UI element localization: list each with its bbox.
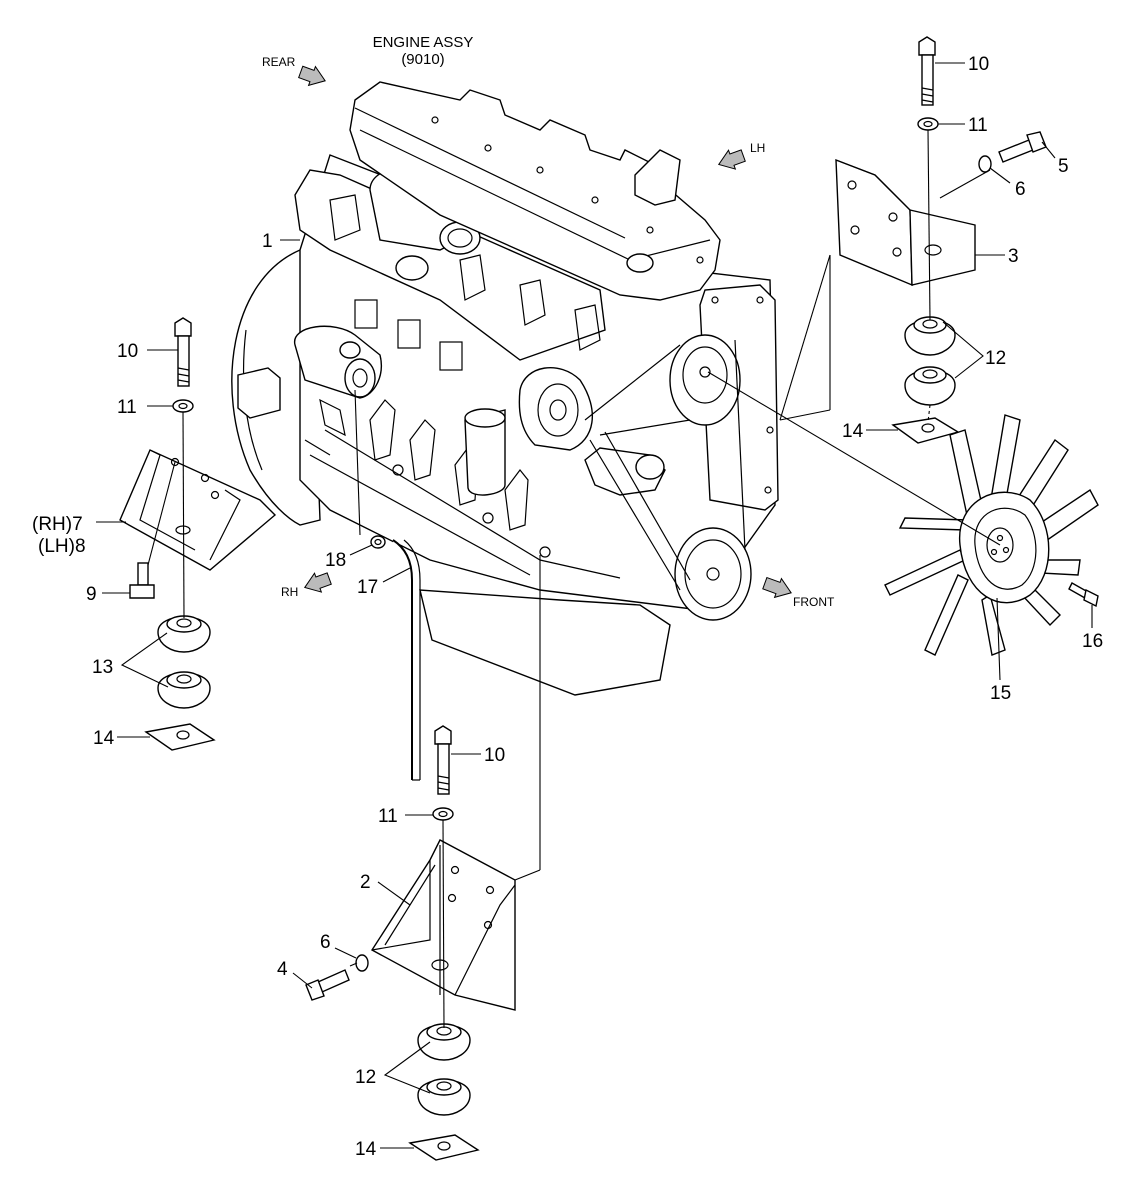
callout-7: (RH)7 xyxy=(32,514,83,535)
callout-6b: 6 xyxy=(320,932,331,953)
direction-arrow-icon xyxy=(298,65,326,87)
hose-17 xyxy=(392,539,421,781)
leader-12a xyxy=(942,321,984,379)
fitting-18 xyxy=(370,535,386,549)
callout-13: 13 xyxy=(92,657,113,678)
bracket-3 xyxy=(835,158,976,287)
direction-lh: LH xyxy=(717,141,765,170)
direction-front-label: FRONT xyxy=(793,595,835,609)
leader-2 xyxy=(377,881,411,906)
leader-18 xyxy=(349,544,373,556)
bolt-10-bottom xyxy=(434,725,452,795)
callout-10a: 10 xyxy=(968,54,989,75)
bolt-5 xyxy=(998,131,1047,163)
mount-12-right-lower xyxy=(904,366,956,406)
callout-6a: 6 xyxy=(1015,179,1026,200)
direction-arrow-icon xyxy=(762,576,792,599)
callout-11a: 11 xyxy=(968,115,988,136)
direction-rh-label: RH xyxy=(281,585,298,599)
washer-11-left xyxy=(172,399,194,413)
plate-14-right xyxy=(891,417,960,444)
washer-6-bottom xyxy=(355,954,369,972)
callout-10c: 10 xyxy=(484,745,505,766)
mount-12-bottom-upper xyxy=(417,1023,471,1061)
callout-10b: 10 xyxy=(117,341,138,362)
mount-13-upper xyxy=(157,615,211,653)
callout-14b: 14 xyxy=(93,728,115,749)
direction-front: FRONT xyxy=(762,576,835,609)
plate-14-bottom xyxy=(408,1134,480,1161)
title-part-number: (9010) xyxy=(401,51,444,68)
plate-14-left xyxy=(144,723,216,751)
bolt-10-left xyxy=(174,317,192,387)
washer-11-bottom xyxy=(432,807,454,821)
engine-assembly xyxy=(231,81,779,696)
title-engine-assy: ENGINE ASSY xyxy=(373,34,474,51)
mount-13-lower xyxy=(157,671,211,709)
washer-11-right xyxy=(917,117,939,131)
direction-rear: REAR xyxy=(262,55,326,87)
callout-18: 18 xyxy=(325,550,346,571)
callout-17: 17 xyxy=(357,577,378,598)
callout-15: 15 xyxy=(990,683,1011,704)
leader-15 xyxy=(996,597,1001,681)
callout-1: 1 xyxy=(262,231,273,252)
cooling-fan-15 xyxy=(884,414,1099,656)
callout-14a: 14 xyxy=(842,421,864,442)
leader-17 xyxy=(382,567,411,583)
leader-6b xyxy=(334,947,357,959)
bolt-10-right xyxy=(918,36,936,106)
direction-rear-label: REAR xyxy=(262,55,296,69)
leader-6a xyxy=(989,167,1011,184)
callout-4: 4 xyxy=(277,959,288,980)
washer-6-right xyxy=(978,155,992,173)
leader-13 xyxy=(120,632,169,688)
alignment-lines xyxy=(147,129,1001,1029)
callout-2: 2 xyxy=(360,872,371,893)
callout-3: 3 xyxy=(1008,246,1019,267)
direction-rh: RH xyxy=(281,572,332,599)
callout-8: (LH)8 xyxy=(38,536,86,557)
leader-5 xyxy=(1041,141,1056,159)
bolt-9 xyxy=(129,562,155,599)
callout-12b: 12 xyxy=(355,1067,376,1088)
direction-lh-label: LH xyxy=(750,141,765,155)
callout-5: 5 xyxy=(1058,156,1069,177)
direction-arrow-icon xyxy=(717,149,746,170)
callout-14c: 14 xyxy=(355,1139,377,1160)
mount-12-right-upper xyxy=(904,316,956,356)
bolt-4 xyxy=(305,969,350,1001)
direction-arrow-icon xyxy=(303,572,332,593)
leader-4 xyxy=(292,972,313,989)
callout-16: 16 xyxy=(1082,631,1103,652)
callout-11b: 11 xyxy=(117,397,137,418)
callout-12a: 12 xyxy=(985,348,1006,369)
callout-11c: 11 xyxy=(378,806,398,827)
bracket-7-8 xyxy=(119,449,277,571)
mount-12-bottom-lower xyxy=(417,1078,471,1116)
callout-9: 9 xyxy=(86,584,97,605)
bolt-16 xyxy=(1068,582,1099,608)
leader-12b xyxy=(383,1041,431,1094)
